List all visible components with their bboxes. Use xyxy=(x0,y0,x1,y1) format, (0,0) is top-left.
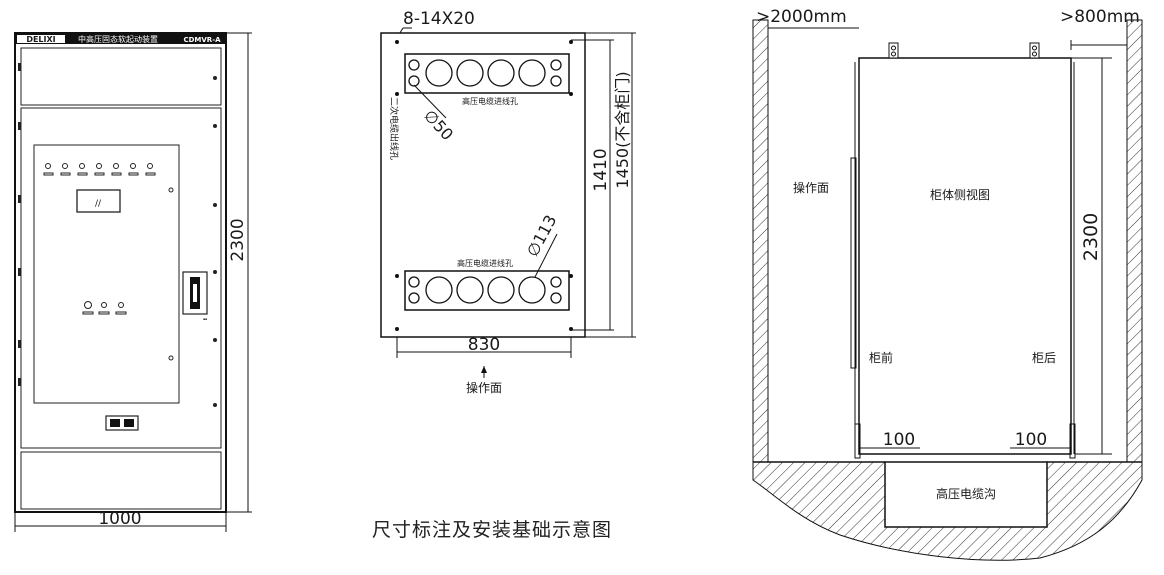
front-door-edge xyxy=(850,157,857,369)
product-label: 中高压固态软起动装置 xyxy=(78,34,158,44)
rear-wall xyxy=(1126,19,1143,463)
figure-caption: 尺寸标注及安装基础示意图 xyxy=(372,519,613,541)
inner-depth-value: 1410 xyxy=(591,148,611,191)
top-entry-label: 高压电缆进线孔 xyxy=(462,96,518,106)
name-plate xyxy=(105,415,139,431)
large-hole-leader xyxy=(534,233,558,278)
top-entry-holes xyxy=(408,59,562,87)
rear-offset-value: 100 xyxy=(1015,430,1047,450)
base-view: 8-14X20 高压电缆进线孔 二次电缆出线孔 ∅50 xyxy=(380,9,636,395)
base-width-value: 830 xyxy=(468,335,500,355)
control-buttons xyxy=(82,301,127,315)
front-clearance-value: >2000mm xyxy=(756,7,847,27)
front-view: DELIXI 中高压固态软起动装置 CDMVR-A // xyxy=(14,32,252,532)
side-view: 高压电缆沟 柜体侧视图 操作面 柜前 柜后 >2000mm >800mm xyxy=(752,7,1143,561)
bottom-cable-entry xyxy=(404,270,570,311)
trench-label: 高压电缆沟 xyxy=(936,486,996,501)
top-cable-entry xyxy=(404,53,570,94)
base-operation-side-label: 操作面 xyxy=(466,380,502,395)
front-offset-value: 100 xyxy=(883,430,915,450)
cabinet-header-bar xyxy=(16,34,225,44)
middle-panel xyxy=(20,107,222,449)
front-width-dim xyxy=(14,512,227,532)
front-width-value: 1000 xyxy=(98,509,141,529)
small-hole-leader xyxy=(413,84,447,119)
brand-label: DELIXI xyxy=(26,35,55,44)
side-operation-label: 操作面 xyxy=(793,180,829,195)
meter-display xyxy=(76,189,121,213)
model-label: CDMVR-A xyxy=(183,36,221,44)
front-base xyxy=(854,423,861,459)
indicator-lights-row xyxy=(43,163,156,176)
lower-panel xyxy=(20,451,222,510)
front-height-dim xyxy=(226,32,252,513)
base-width-dim xyxy=(396,337,572,358)
bolt-spec-label: 8-14X20 xyxy=(403,9,475,29)
ground-section xyxy=(752,461,1143,561)
cabinet-side xyxy=(858,57,1072,455)
bottom-entry-label: 高压电缆进线孔 xyxy=(457,258,513,268)
rear-base xyxy=(1069,423,1076,459)
front-clearance-dim xyxy=(767,22,859,34)
side-height-dim xyxy=(1071,57,1112,455)
side-height-value: 2300 xyxy=(1080,213,1102,261)
svg-text:▪▪: ▪▪ xyxy=(203,317,207,321)
upper-panel xyxy=(20,47,222,106)
front-label: 柜前 xyxy=(869,350,893,365)
cable-trench xyxy=(884,461,1048,528)
rear-clearance-value: >800mm xyxy=(1060,7,1140,27)
side-view-title: 柜体侧视图 xyxy=(930,187,990,202)
hinge-marks xyxy=(18,63,217,407)
small-indicator xyxy=(168,187,174,193)
front-height-value: 2300 xyxy=(228,218,248,261)
outer-depth-value: 1450(不含柜门) xyxy=(613,71,632,188)
meter-mark: // xyxy=(95,199,102,209)
brand-box xyxy=(17,35,65,43)
front-wall xyxy=(752,19,769,463)
small-indicator-lower xyxy=(168,355,174,361)
rear-clearance-dim xyxy=(1070,40,1127,50)
door-handle: ▪▪ xyxy=(182,271,208,321)
depth-dims xyxy=(571,32,636,338)
bottom-entry-holes xyxy=(408,276,562,304)
lifting-eyes xyxy=(888,42,1040,59)
rear-label: 柜后 xyxy=(1032,351,1056,365)
bolt-holes xyxy=(395,40,573,331)
secondary-hole-label: 二次电缆出线孔 xyxy=(388,97,400,160)
inner-door xyxy=(33,144,180,404)
